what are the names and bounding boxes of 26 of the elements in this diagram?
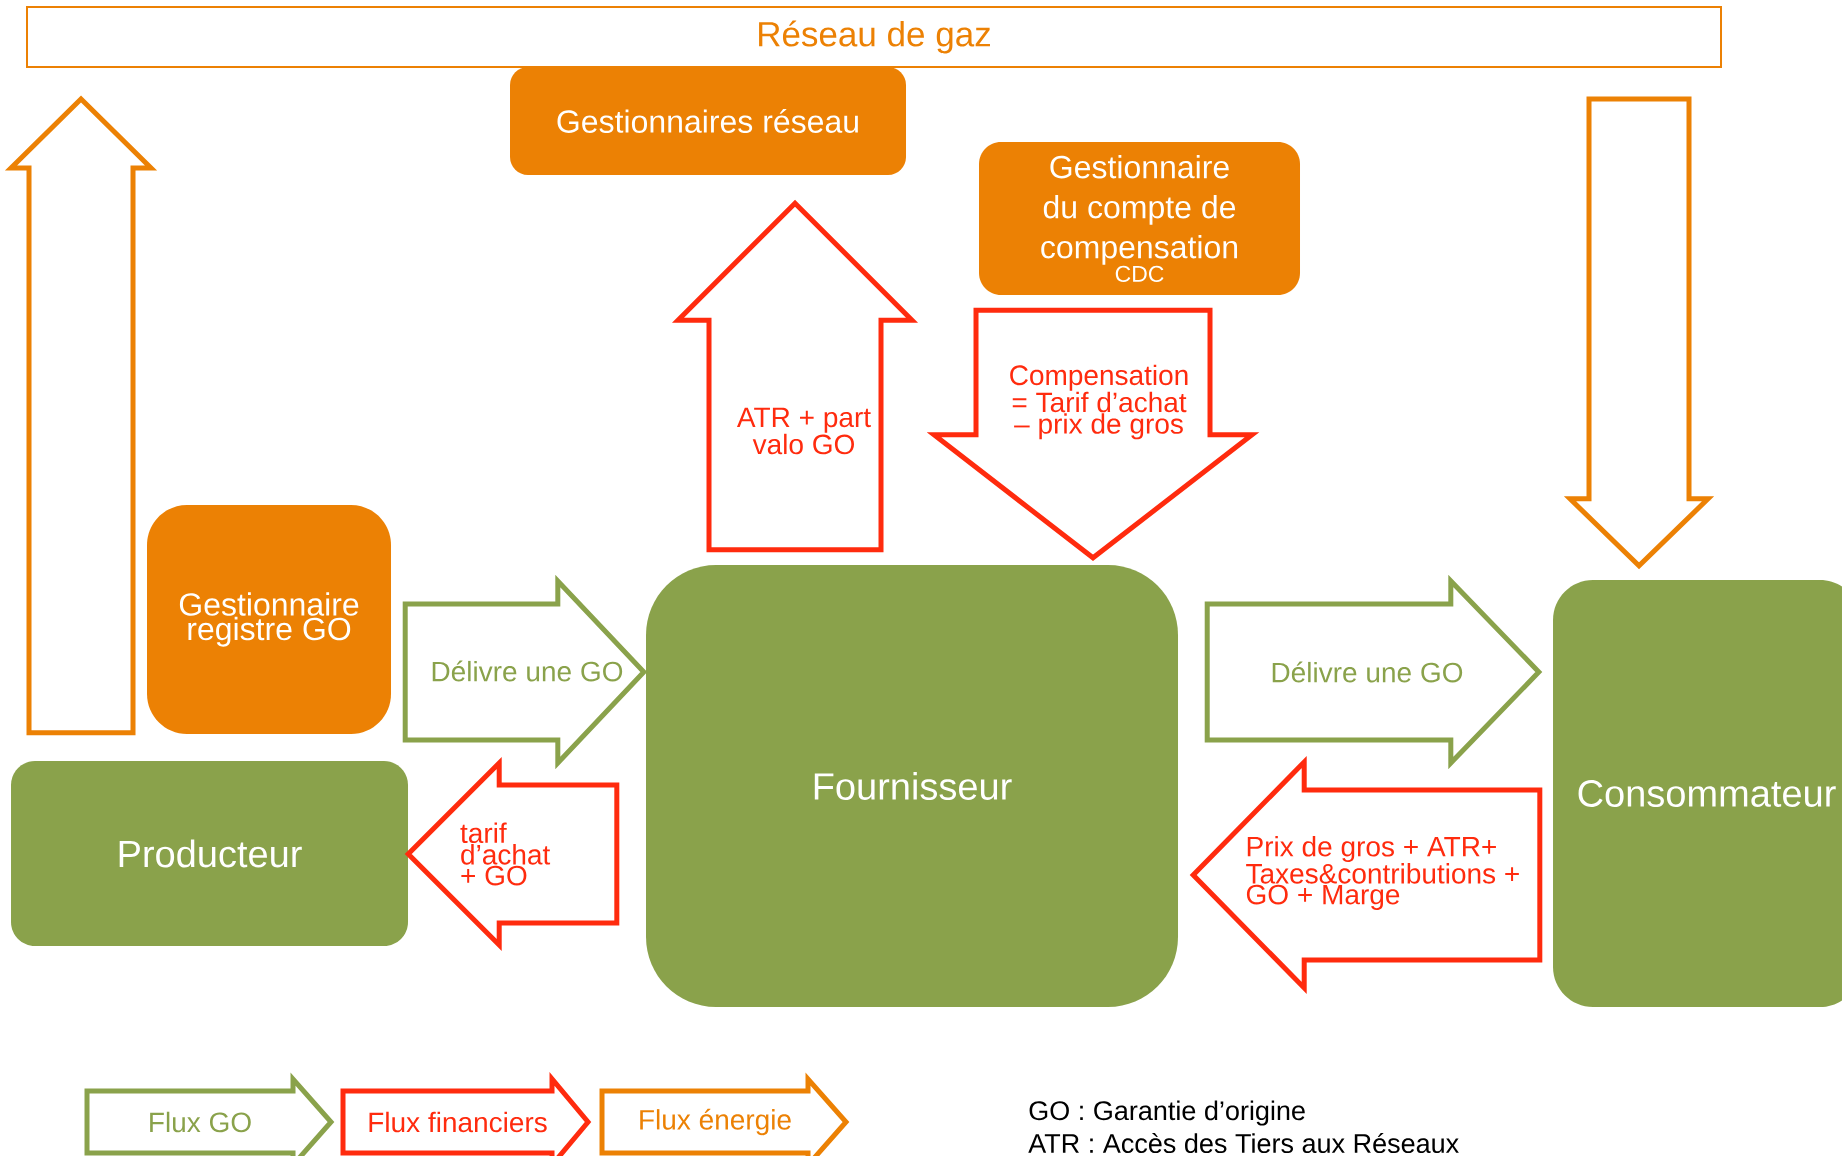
actor-box: Producteur: [11, 761, 408, 946]
note: GO : Garantie d’origine: [1029, 1100, 1305, 1126]
block-arrow: [671, 199, 919, 553]
actor-box: Fournisseur: [646, 565, 1178, 1007]
block-arrow: [4, 95, 158, 736]
block-arrow: [402, 574, 648, 770]
actor-box: Gestionnaire registre GO: [147, 505, 391, 734]
actor-box: Gestionnaires réseau: [510, 67, 906, 175]
block-arrow: [1189, 755, 1543, 995]
actor-box: Gestionnaire du compte de compensation CDC: [979, 142, 1300, 295]
legend-label: Flux énergie: [640, 1108, 791, 1136]
edge-label: Prix de gros + ATR+ Taxes&contributions + GO + Marge: [1246, 836, 1519, 910]
edge-label: Délivre une GO: [432, 660, 623, 682]
legend-label: Flux GO: [150, 1111, 251, 1133]
actor-box: Consommateur: [1553, 580, 1842, 1007]
network-band: Réseau de gaz: [26, 6, 1722, 68]
legend-label: Flux financiers: [369, 1111, 547, 1133]
block-arrow: [404, 756, 620, 952]
block-arrow: [926, 307, 1260, 561]
edge-label: Compensation = Tarif d’achat – prix de gros: [1010, 364, 1188, 440]
edge-label: ATR + part valo GO: [736, 407, 871, 455]
edge-label: tarif d’achat + GO: [460, 822, 551, 886]
block-arrow: [1563, 96, 1715, 570]
block-arrow: [1204, 574, 1543, 770]
edge-label: Délivre une GO: [1272, 661, 1463, 683]
note: ATR : Accès des Tiers aux Réseaux: [1028, 1132, 1459, 1154]
